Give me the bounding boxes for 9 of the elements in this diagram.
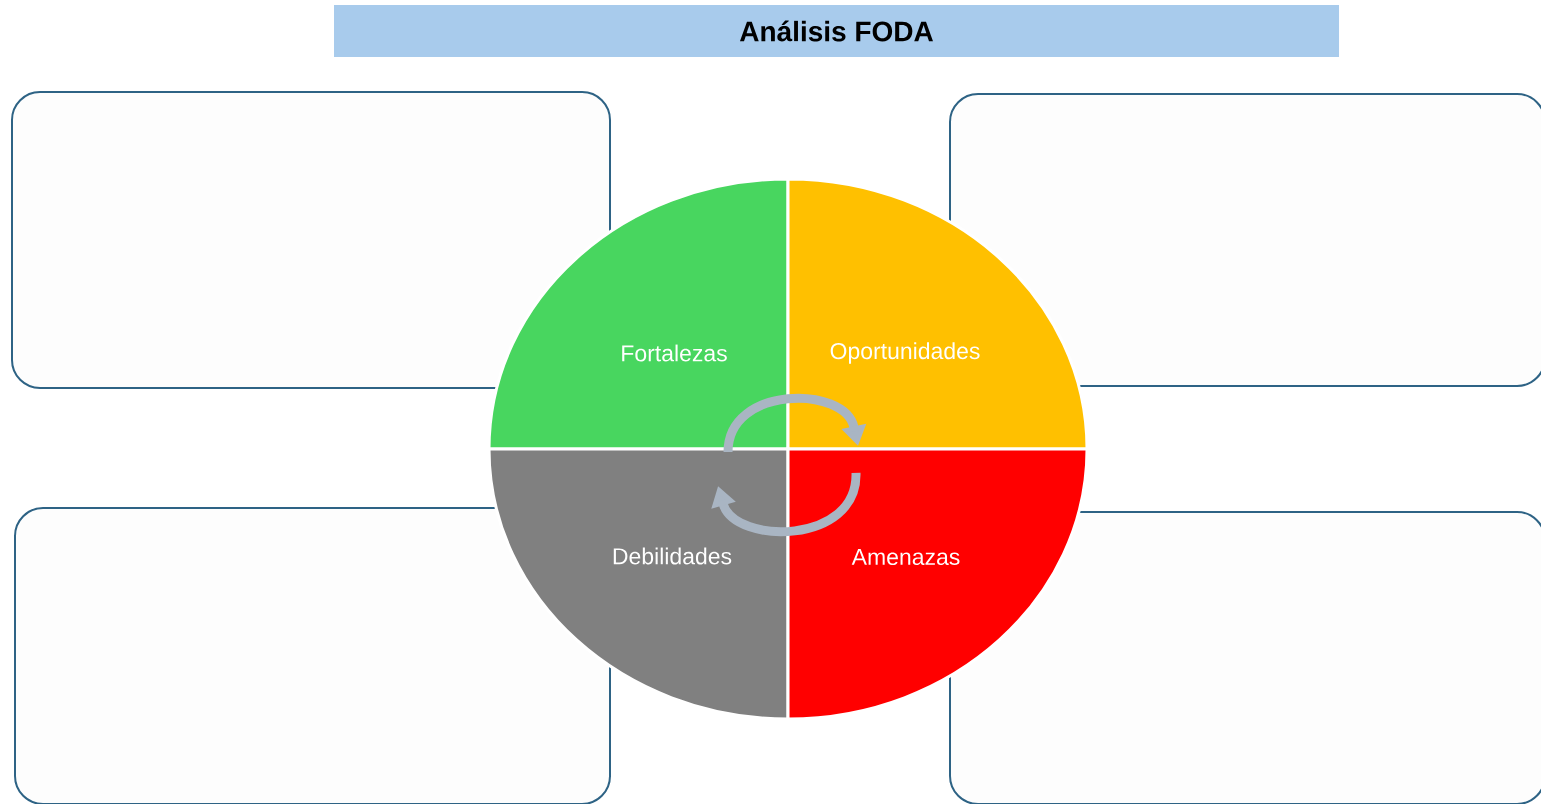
text-box bbox=[11, 91, 611, 389]
quadrant: Debilidades bbox=[487, 447, 790, 721]
title-band: Análisis FODA bbox=[334, 5, 1339, 57]
quadrant: Fortalezas bbox=[487, 177, 790, 451]
text-box bbox=[14, 507, 611, 804]
quadrant: Oportunidades bbox=[786, 177, 1089, 451]
cycle-arrow bbox=[723, 393, 867, 453]
quadrant: Amenazas bbox=[786, 447, 1089, 721]
cycle-arrow bbox=[711, 472, 861, 537]
